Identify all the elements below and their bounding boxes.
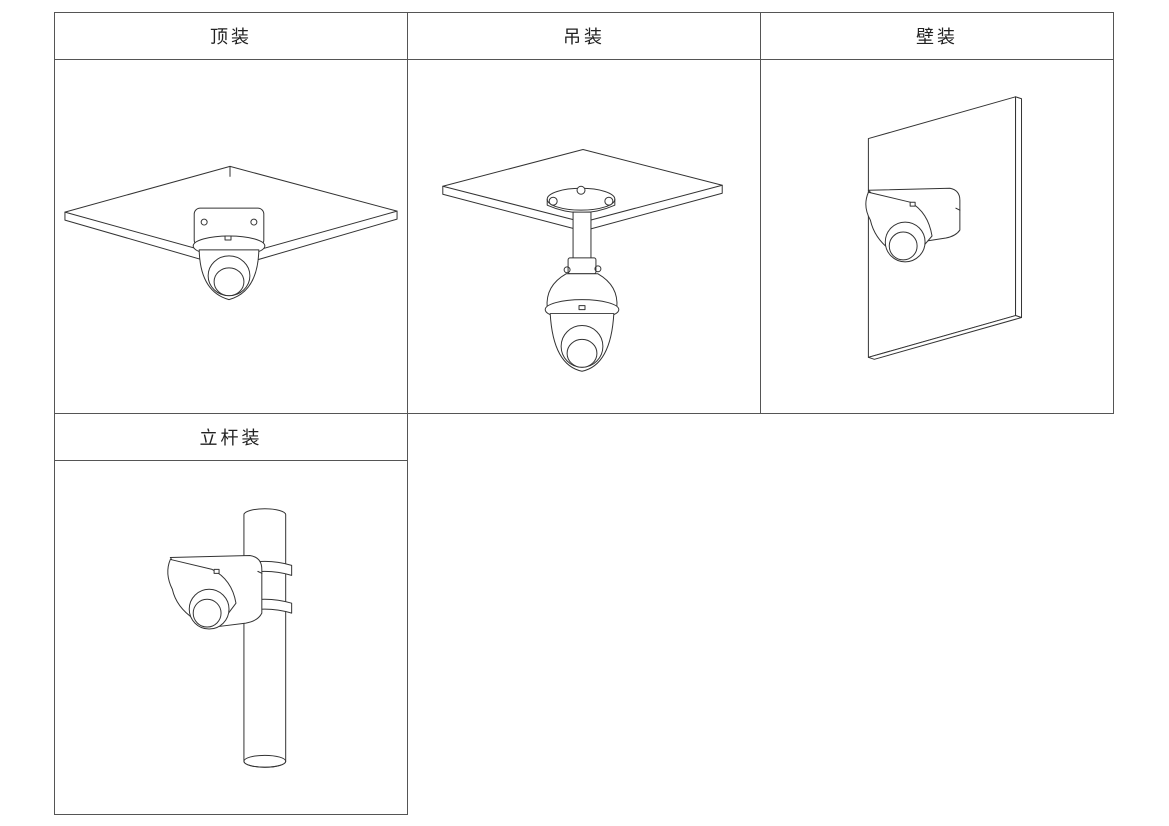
panel-ceiling-mount: 顶装 — [54, 12, 408, 414]
pole-mount-illustration — [55, 461, 407, 814]
pole-mount-camera-icon — [167, 508, 293, 768]
panel-wall-mount: 壁装 — [760, 12, 1114, 414]
pendant-mount-illustration — [408, 60, 760, 413]
panel-title: 立杆装 — [55, 414, 407, 461]
table-row: 顶装 吊装 — [54, 12, 1116, 414]
wall-mount-illustration — [761, 60, 1113, 413]
ceiling-mount-camera-icon — [64, 165, 398, 301]
panel-pole-mount: 立杆装 — [54, 413, 408, 815]
mount-options-table: 顶装 吊装 — [54, 12, 1116, 815]
panel-pendant-mount: 吊装 — [407, 12, 761, 414]
panel-title: 吊装 — [408, 13, 760, 60]
ceiling-mount-illustration — [55, 60, 407, 413]
table-row: 立杆装 — [54, 413, 1116, 815]
wall-mount-camera-icon — [865, 96, 1023, 360]
pendant-mount-camera-icon — [442, 148, 723, 372]
panel-title: 顶装 — [55, 13, 407, 60]
panel-title: 壁装 — [761, 13, 1113, 60]
